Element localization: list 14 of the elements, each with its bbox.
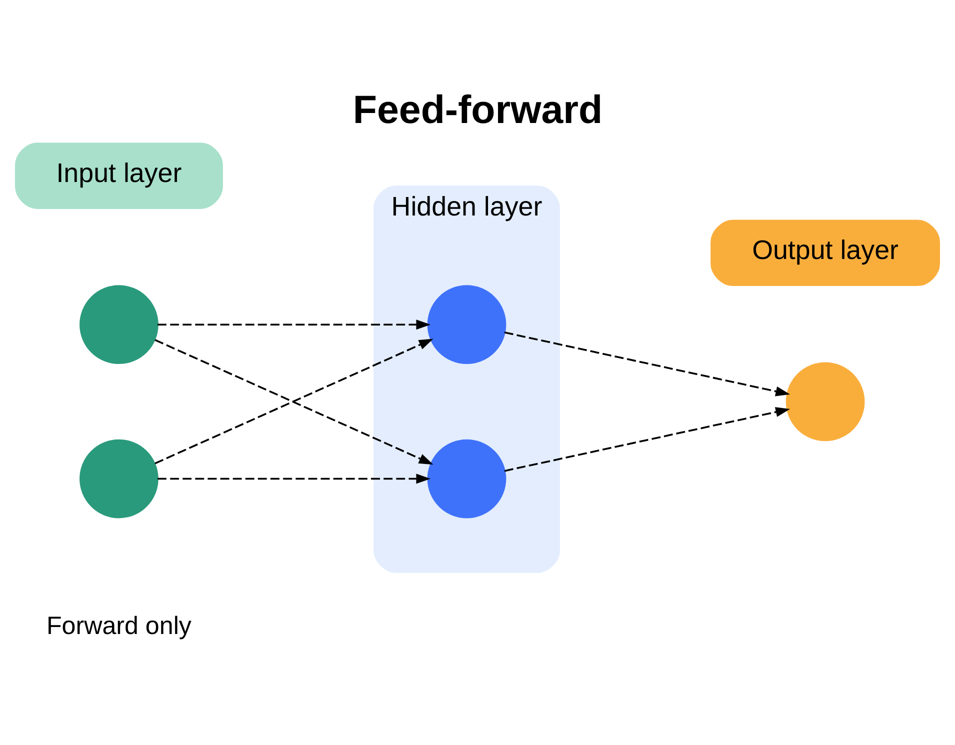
node-circle — [80, 284, 158, 364]
diagram-title: Feed-forward — [352, 88, 603, 132]
arrow — [158, 319, 431, 330]
node-circle — [427, 284, 506, 364]
node-circle — [427, 438, 506, 518]
arrow — [158, 473, 431, 484]
cluster: Hidden layer — [374, 185, 560, 572]
label: Forward only — [46, 612, 192, 640]
node-circle — [786, 362, 865, 441]
node-circle — [80, 438, 158, 518]
node-box: Output layer — [710, 219, 940, 286]
node-box: Input layer — [14, 142, 223, 208]
arrow — [504, 406, 790, 472]
arrow — [504, 331, 790, 396]
